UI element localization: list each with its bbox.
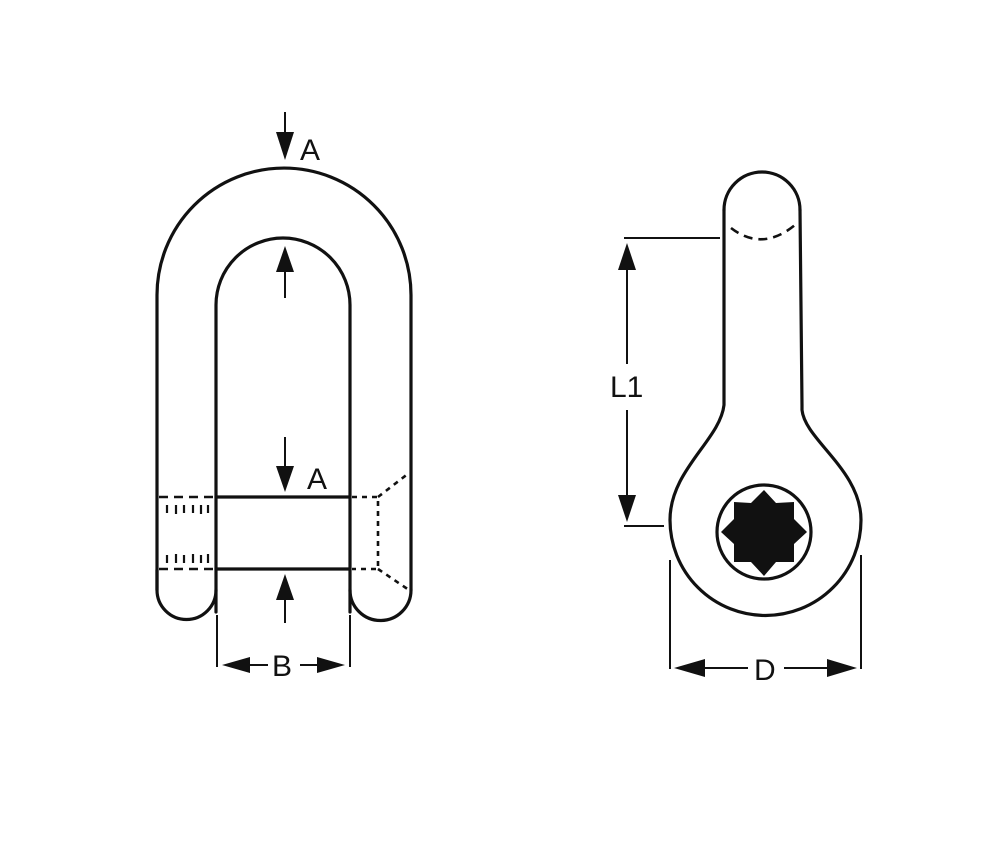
front-view: A A B [155,112,413,683]
dim-l1-label: L1 [610,371,643,404]
shackle-outer-bow [155,166,413,592]
dim-a-pin-arrow-bottom [276,574,294,600]
side-top-cap [722,170,802,212]
pin-head-hidden [352,471,410,592]
dim-d-arrow-right [827,659,857,677]
thread-marks [165,505,210,563]
right-eye-bottom [348,588,413,623]
dim-b-label: B [272,650,292,683]
dim-a-pin-arrow-top [276,466,294,492]
dim-a-pin-label: A [307,463,327,496]
left-eye-bottom [155,568,218,622]
side-hidden-arc [730,223,796,241]
side-view: L1 D [610,170,863,687]
dim-b-arrow-left [222,657,250,673]
dim-b-arrow-right [317,657,345,673]
side-body-outline [668,208,863,618]
dim-a-top-arrow [276,132,294,160]
dim-l1-arrow-top [618,243,636,270]
dim-d-arrow-left [674,659,705,677]
pin-hole-ring [715,483,813,581]
pin-star-icon [721,490,807,576]
dim-a-inner-arrow [276,246,294,272]
shackle-inner-bow [214,236,352,614]
dim-a-top-label: A [300,134,320,167]
dim-l1-arrow-bottom [618,495,636,522]
dim-d-label: D [754,654,776,687]
